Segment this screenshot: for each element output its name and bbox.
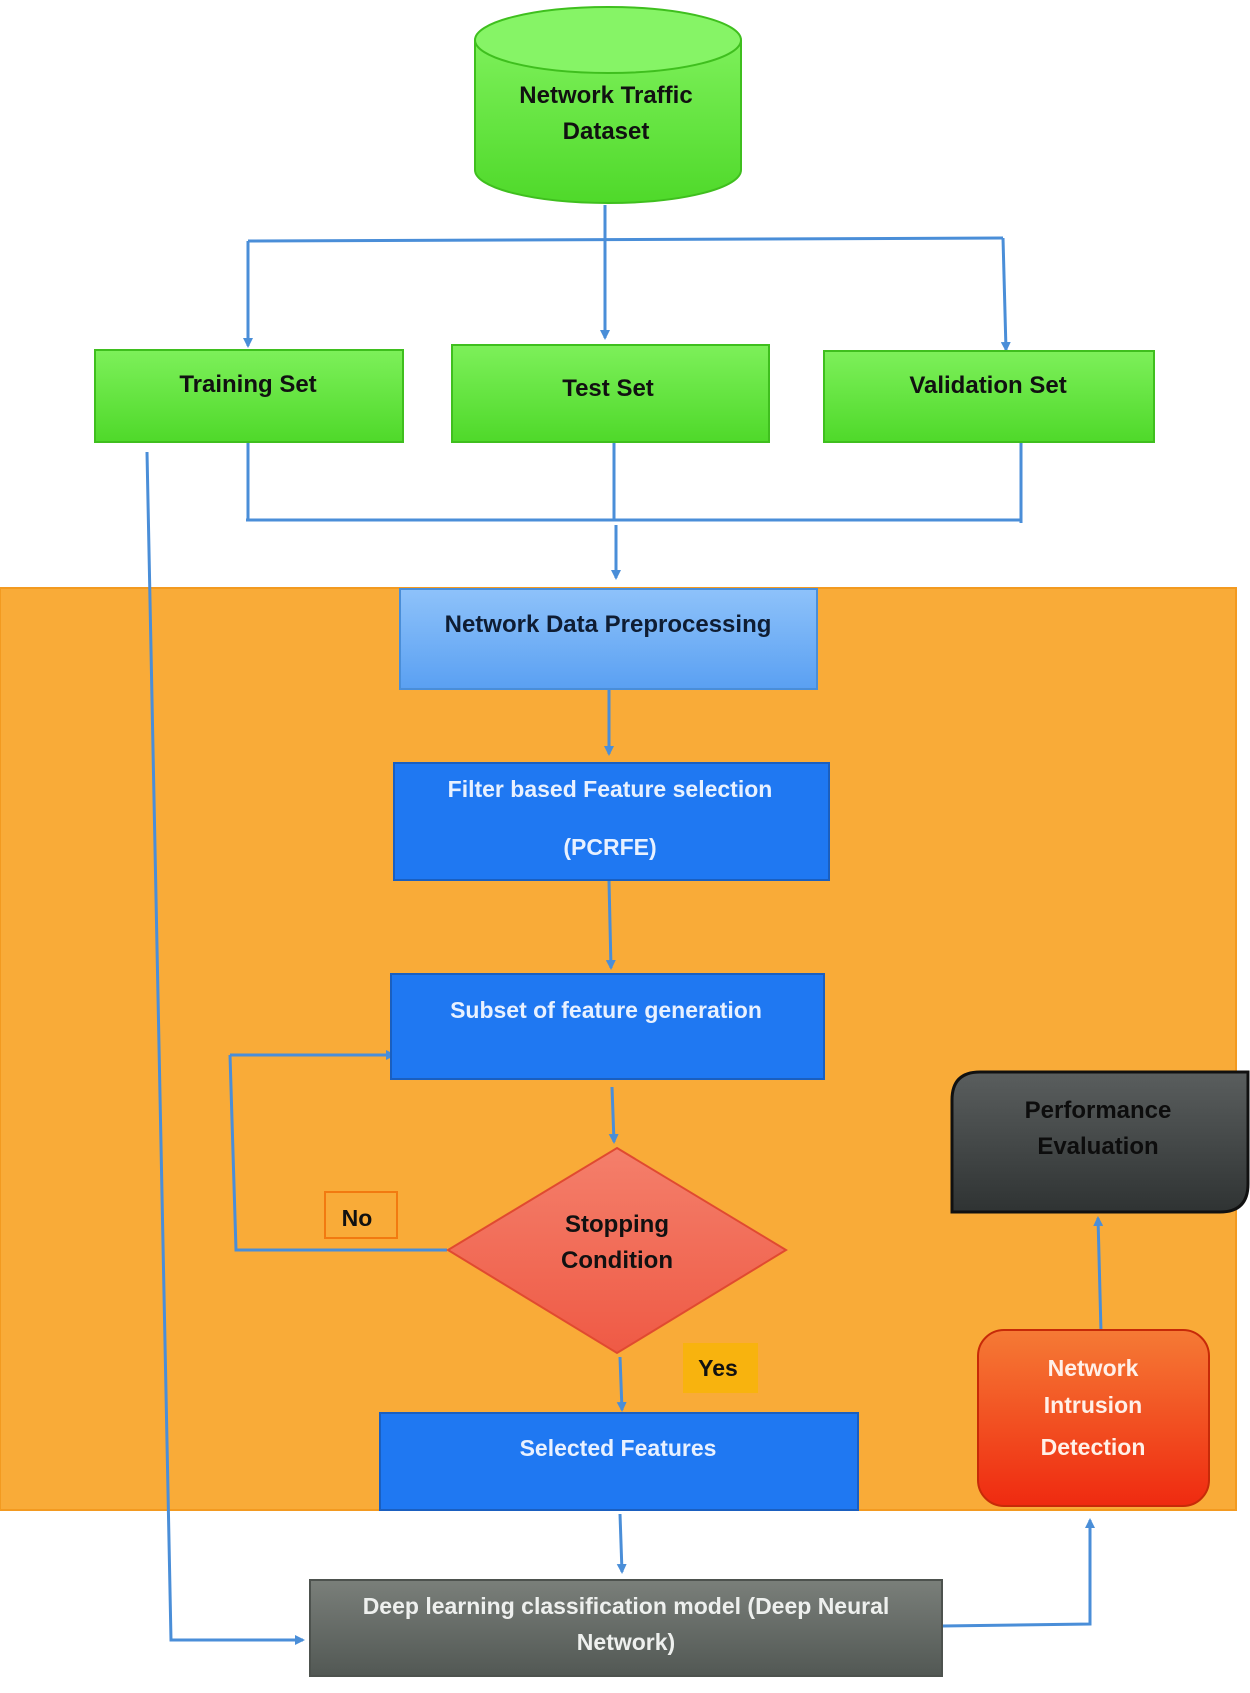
training-set-box: Training Set <box>94 349 404 443</box>
subset-generation-box: Subset of feature generation <box>390 973 825 1080</box>
detection-label-3: Detection <box>1041 1434 1146 1460</box>
test-set-box: Test Set <box>451 344 770 443</box>
no-loop-line <box>228 1054 447 1252</box>
stopping-condition-diamond: Stopping Condition <box>446 1146 788 1355</box>
deep-learning-model-box: Deep learning classification model (Deep… <box>309 1579 943 1677</box>
yes-label: Yes <box>698 1355 738 1381</box>
training-set-label: Training Set <box>179 371 316 398</box>
model-label-1: Deep learning classification model (Deep… <box>363 1593 890 1619</box>
connectors <box>145 205 1104 1645</box>
decision-label-1: Stopping <box>565 1211 669 1238</box>
validation-set-label: Validation Set <box>909 372 1066 399</box>
no-label-box: No <box>324 1191 398 1239</box>
dataset-label-1: Network Traffic <box>519 82 692 109</box>
detection-label-2: Intrusion <box>1044 1392 1142 1418</box>
preprocessing-label: Network Data Preprocessing <box>445 611 772 638</box>
filter-label-1: Filter based Feature selection <box>448 776 773 802</box>
arrow-to-validation <box>1000 237 1011 352</box>
test-set-label: Test Set <box>562 375 654 402</box>
subset-label: Subset of feature generation <box>450 997 762 1023</box>
performance-evaluation-box: Performance Evaluation <box>950 1070 1250 1214</box>
arrow-to-selected <box>616 1356 627 1412</box>
evaluation-label-2: Evaluation <box>1037 1133 1158 1160</box>
arrow-to-decision <box>608 1086 619 1144</box>
arrow-to-model <box>616 1513 627 1574</box>
preprocessing-box: Network Data Preprocessing <box>399 588 818 690</box>
intrusion-detection-box: Network Intrusion Detection <box>977 1329 1210 1507</box>
arrow-to-subset <box>605 880 616 970</box>
filter-selection-box: Filter based Feature selection (PCRFE) <box>393 762 830 881</box>
dataset-cylinder: Network Traffic Dataset <box>474 6 742 204</box>
arrow-to-evaluation <box>1093 1216 1104 1333</box>
detection-label-1: Network <box>1048 1355 1139 1381</box>
selected-features-label: Selected Features <box>520 1435 717 1461</box>
decision-label-2: Condition <box>561 1247 673 1274</box>
no-label: No <box>342 1205 373 1231</box>
validation-set-box: Validation Set <box>823 350 1155 443</box>
filter-label-2: (PCRFE) <box>563 834 656 860</box>
dataset-label-2: Dataset <box>563 118 650 145</box>
selected-features-box: Selected Features <box>379 1412 859 1511</box>
model-label-2: Network) <box>577 1629 675 1655</box>
evaluation-label-1: Performance <box>1025 1097 1172 1124</box>
yes-label-box: Yes <box>683 1343 758 1393</box>
